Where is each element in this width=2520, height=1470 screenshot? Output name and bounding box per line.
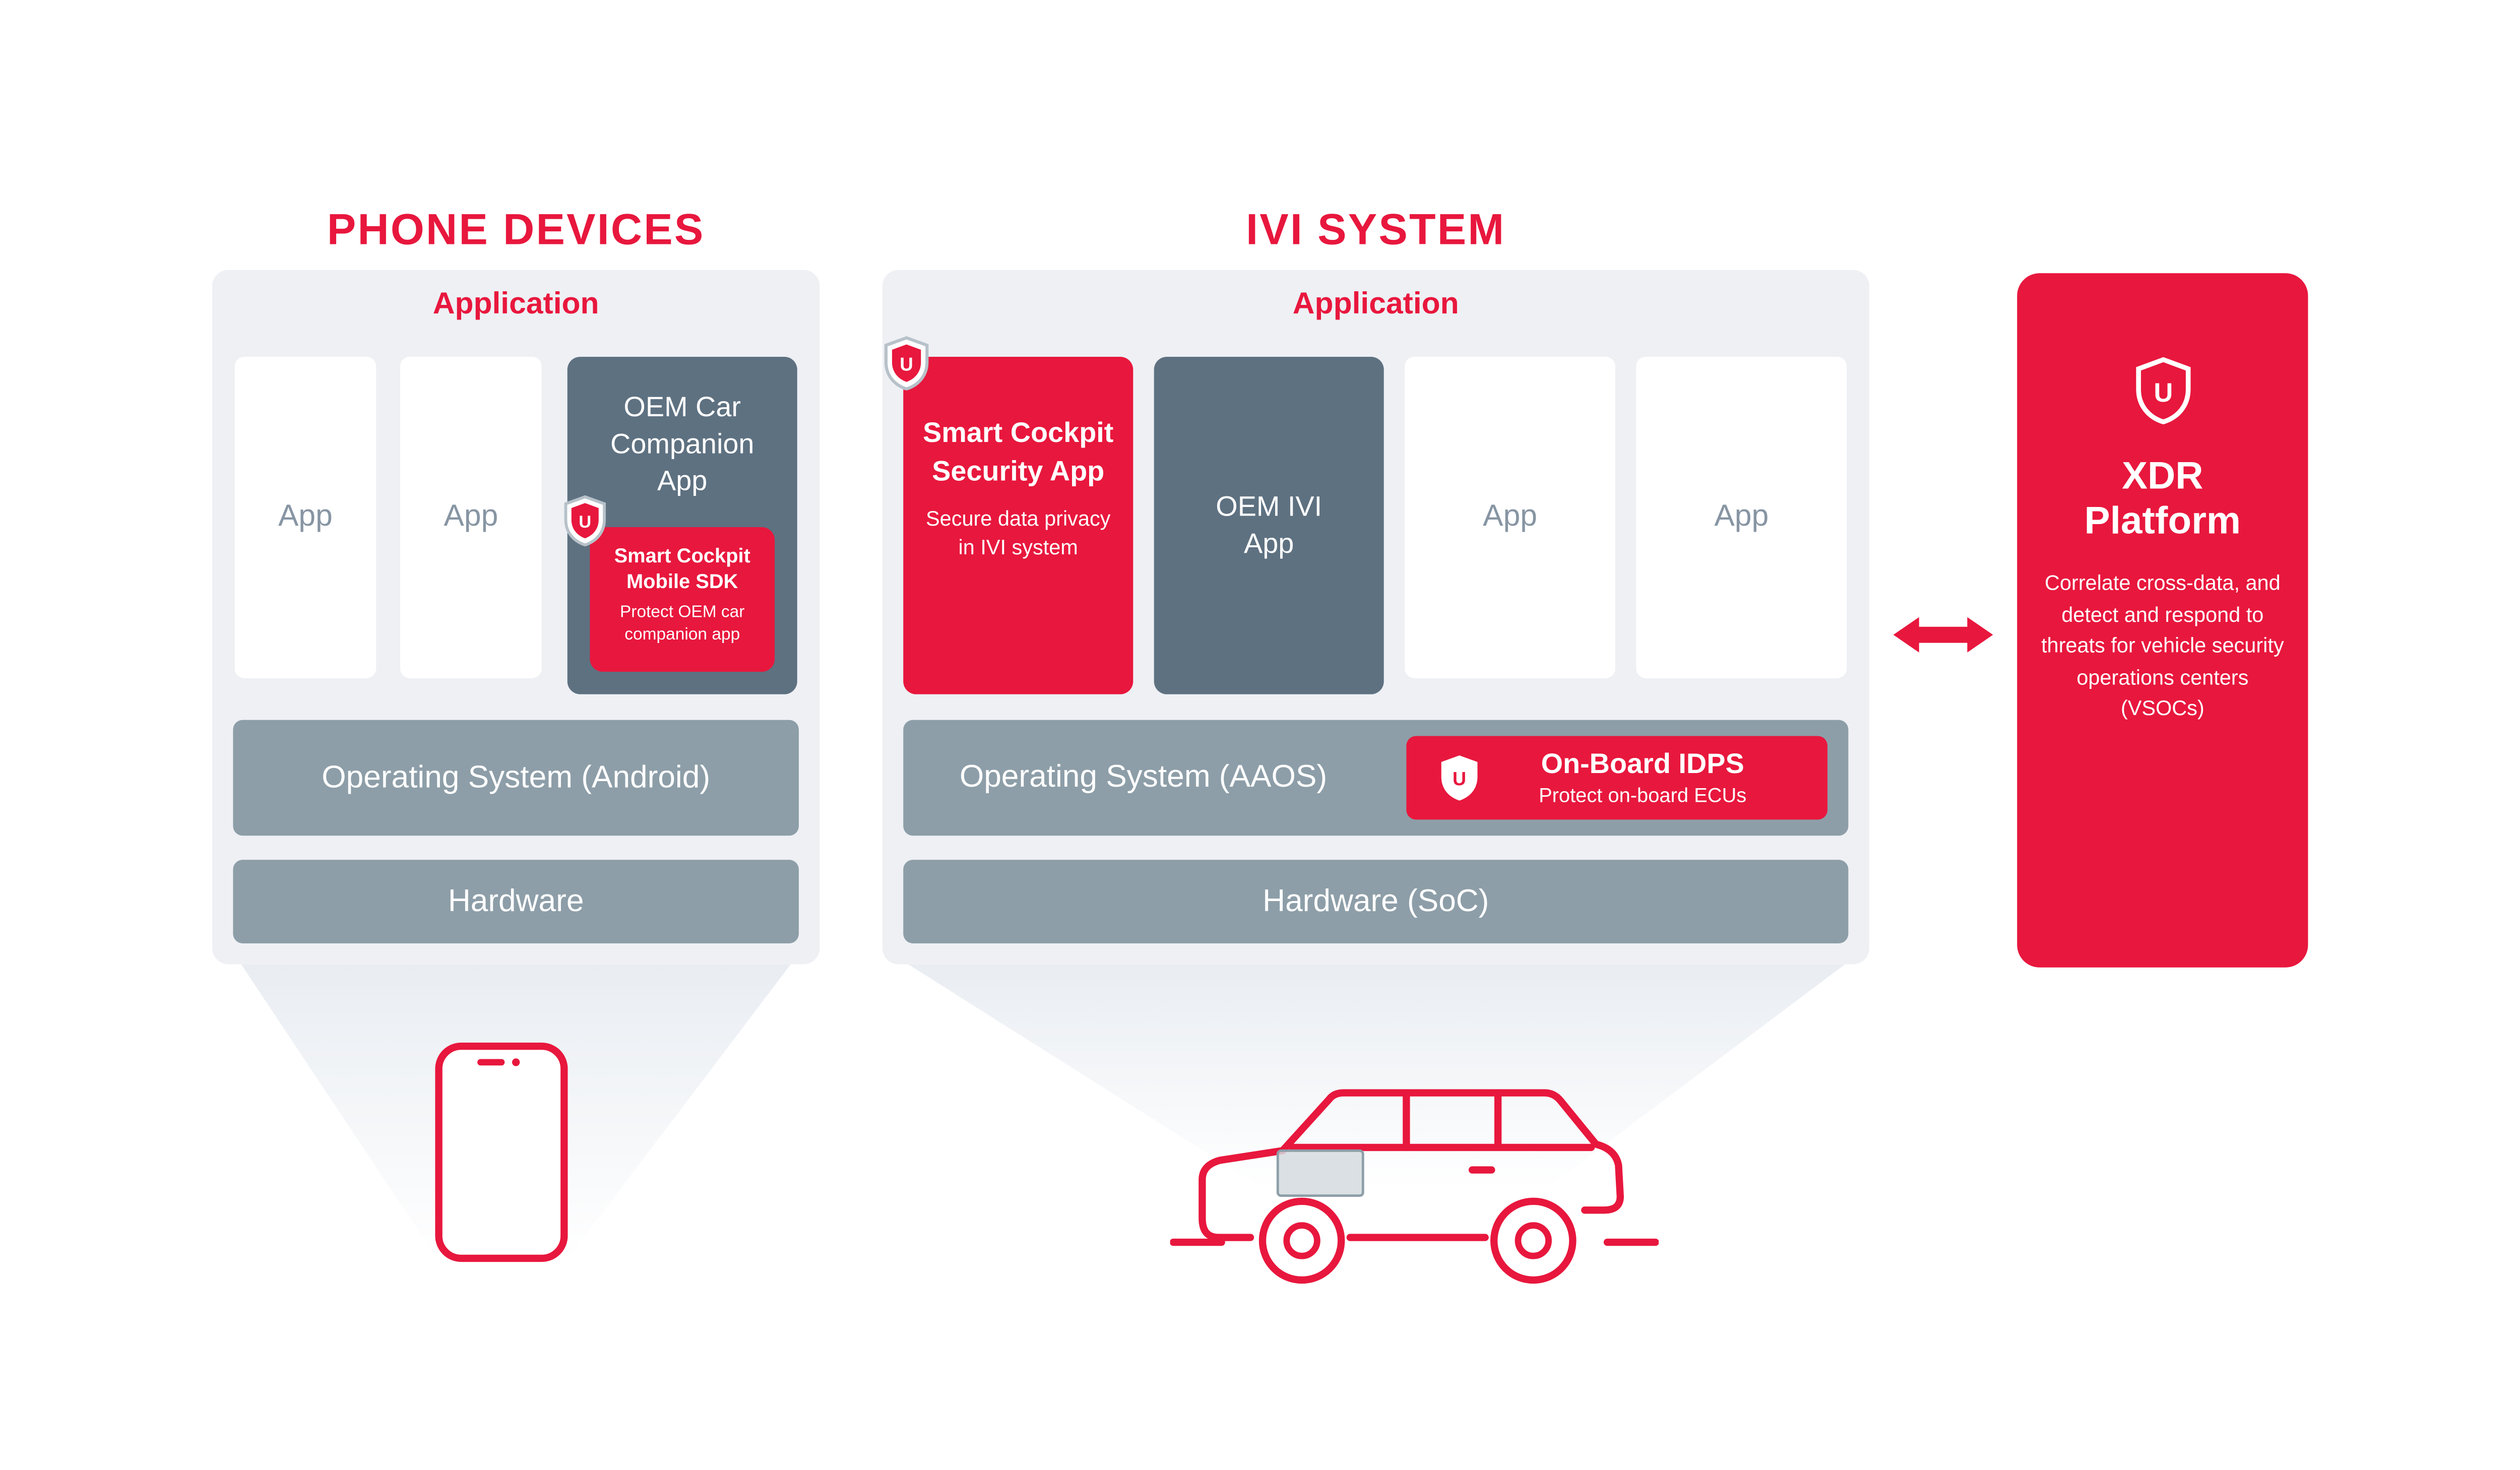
security-app-title: Smart Cockpit Security App	[923, 416, 1114, 487]
ivi-os-bar: Operating System (AAOS) On-Board IDPS Pr…	[903, 720, 1849, 836]
app-label: App	[1714, 499, 1769, 534]
on-board-idps-badge: On-Board IDPS Protect on-board ECUs	[1406, 736, 1828, 820]
smart-cockpit-security-app-box: Smart Cockpit Security App Secure data p…	[903, 357, 1133, 694]
shield-icon	[883, 336, 931, 391]
security-app-subtitle: Secure data privacy in IVI system	[926, 506, 1111, 560]
phone-app-box-1: App	[234, 356, 376, 678]
oem-ivi-app-box: OEM IVI App	[1154, 356, 1384, 694]
ivi-app-box-1: App	[1405, 356, 1615, 678]
oem-ivi-app-title: OEM IVI App	[1216, 490, 1322, 559]
shield-icon	[2133, 357, 2191, 424]
smart-cockpit-mobile-sdk-badge: Smart Cockpit Mobile SDK Protect OEM car…	[590, 527, 775, 672]
ivi-system-panel: Application Smart Cockpit Security App S…	[882, 270, 1869, 965]
bidirectional-arrow-icon	[1893, 617, 1993, 653]
sdk-badge-title: Smart Cockpit Mobile SDK	[614, 545, 750, 593]
sdk-badge-subtitle: Protect OEM car companion app	[619, 603, 745, 645]
app-label: App	[444, 499, 498, 534]
shield-icon	[1438, 754, 1480, 802]
ivi-hardware-label: Hardware (SoC)	[1263, 883, 1489, 919]
smartphone-illustration	[435, 1042, 568, 1262]
ivi-application-label: Application	[1292, 287, 1459, 322]
shield-icon	[562, 495, 607, 546]
idps-title: On-Board IDPS	[1541, 747, 1744, 780]
ivi-system-title: IVI SYSTEM	[1246, 206, 1506, 254]
ivi-os-label: Operating System (AAOS)	[959, 759, 1328, 795]
app-label: App	[1483, 499, 1537, 534]
xdr-platform-title: XDR Platform	[2084, 455, 2241, 543]
ivi-hardware-bar: Hardware (SoC)	[903, 860, 1849, 943]
xdr-platform-description: Correlate cross-data, and detect and res…	[2041, 570, 2284, 721]
idps-subtitle: Protect on-board ECUs	[1539, 784, 1747, 807]
phone-app-box-2: App	[400, 356, 542, 678]
phone-hardware-label: Hardware	[448, 883, 584, 919]
car-illustration	[1170, 1089, 1659, 1284]
phone-devices-panel: Application App App OEM Car Companion Ap…	[212, 270, 820, 965]
oem-car-companion-app-box: OEM Car Companion App Smart Cockpit Mobi…	[568, 356, 797, 694]
phone-hardware-bar: Hardware	[233, 860, 799, 943]
phone-os-label: Operating System (Android)	[322, 759, 711, 795]
app-label: App	[278, 499, 333, 534]
oem-car-companion-app-title: OEM Car Companion App	[610, 390, 754, 497]
phone-os-bar: Operating System (Android)	[233, 720, 799, 836]
phone-devices-title: PHONE DEVICES	[327, 206, 705, 254]
head-unit-highlight	[1276, 1149, 1364, 1197]
xdr-platform-panel: XDR Platform Correlate cross-data, and d…	[2017, 273, 2308, 968]
ivi-app-box-2: App	[1636, 356, 1847, 678]
phone-application-label: Application	[432, 287, 599, 322]
